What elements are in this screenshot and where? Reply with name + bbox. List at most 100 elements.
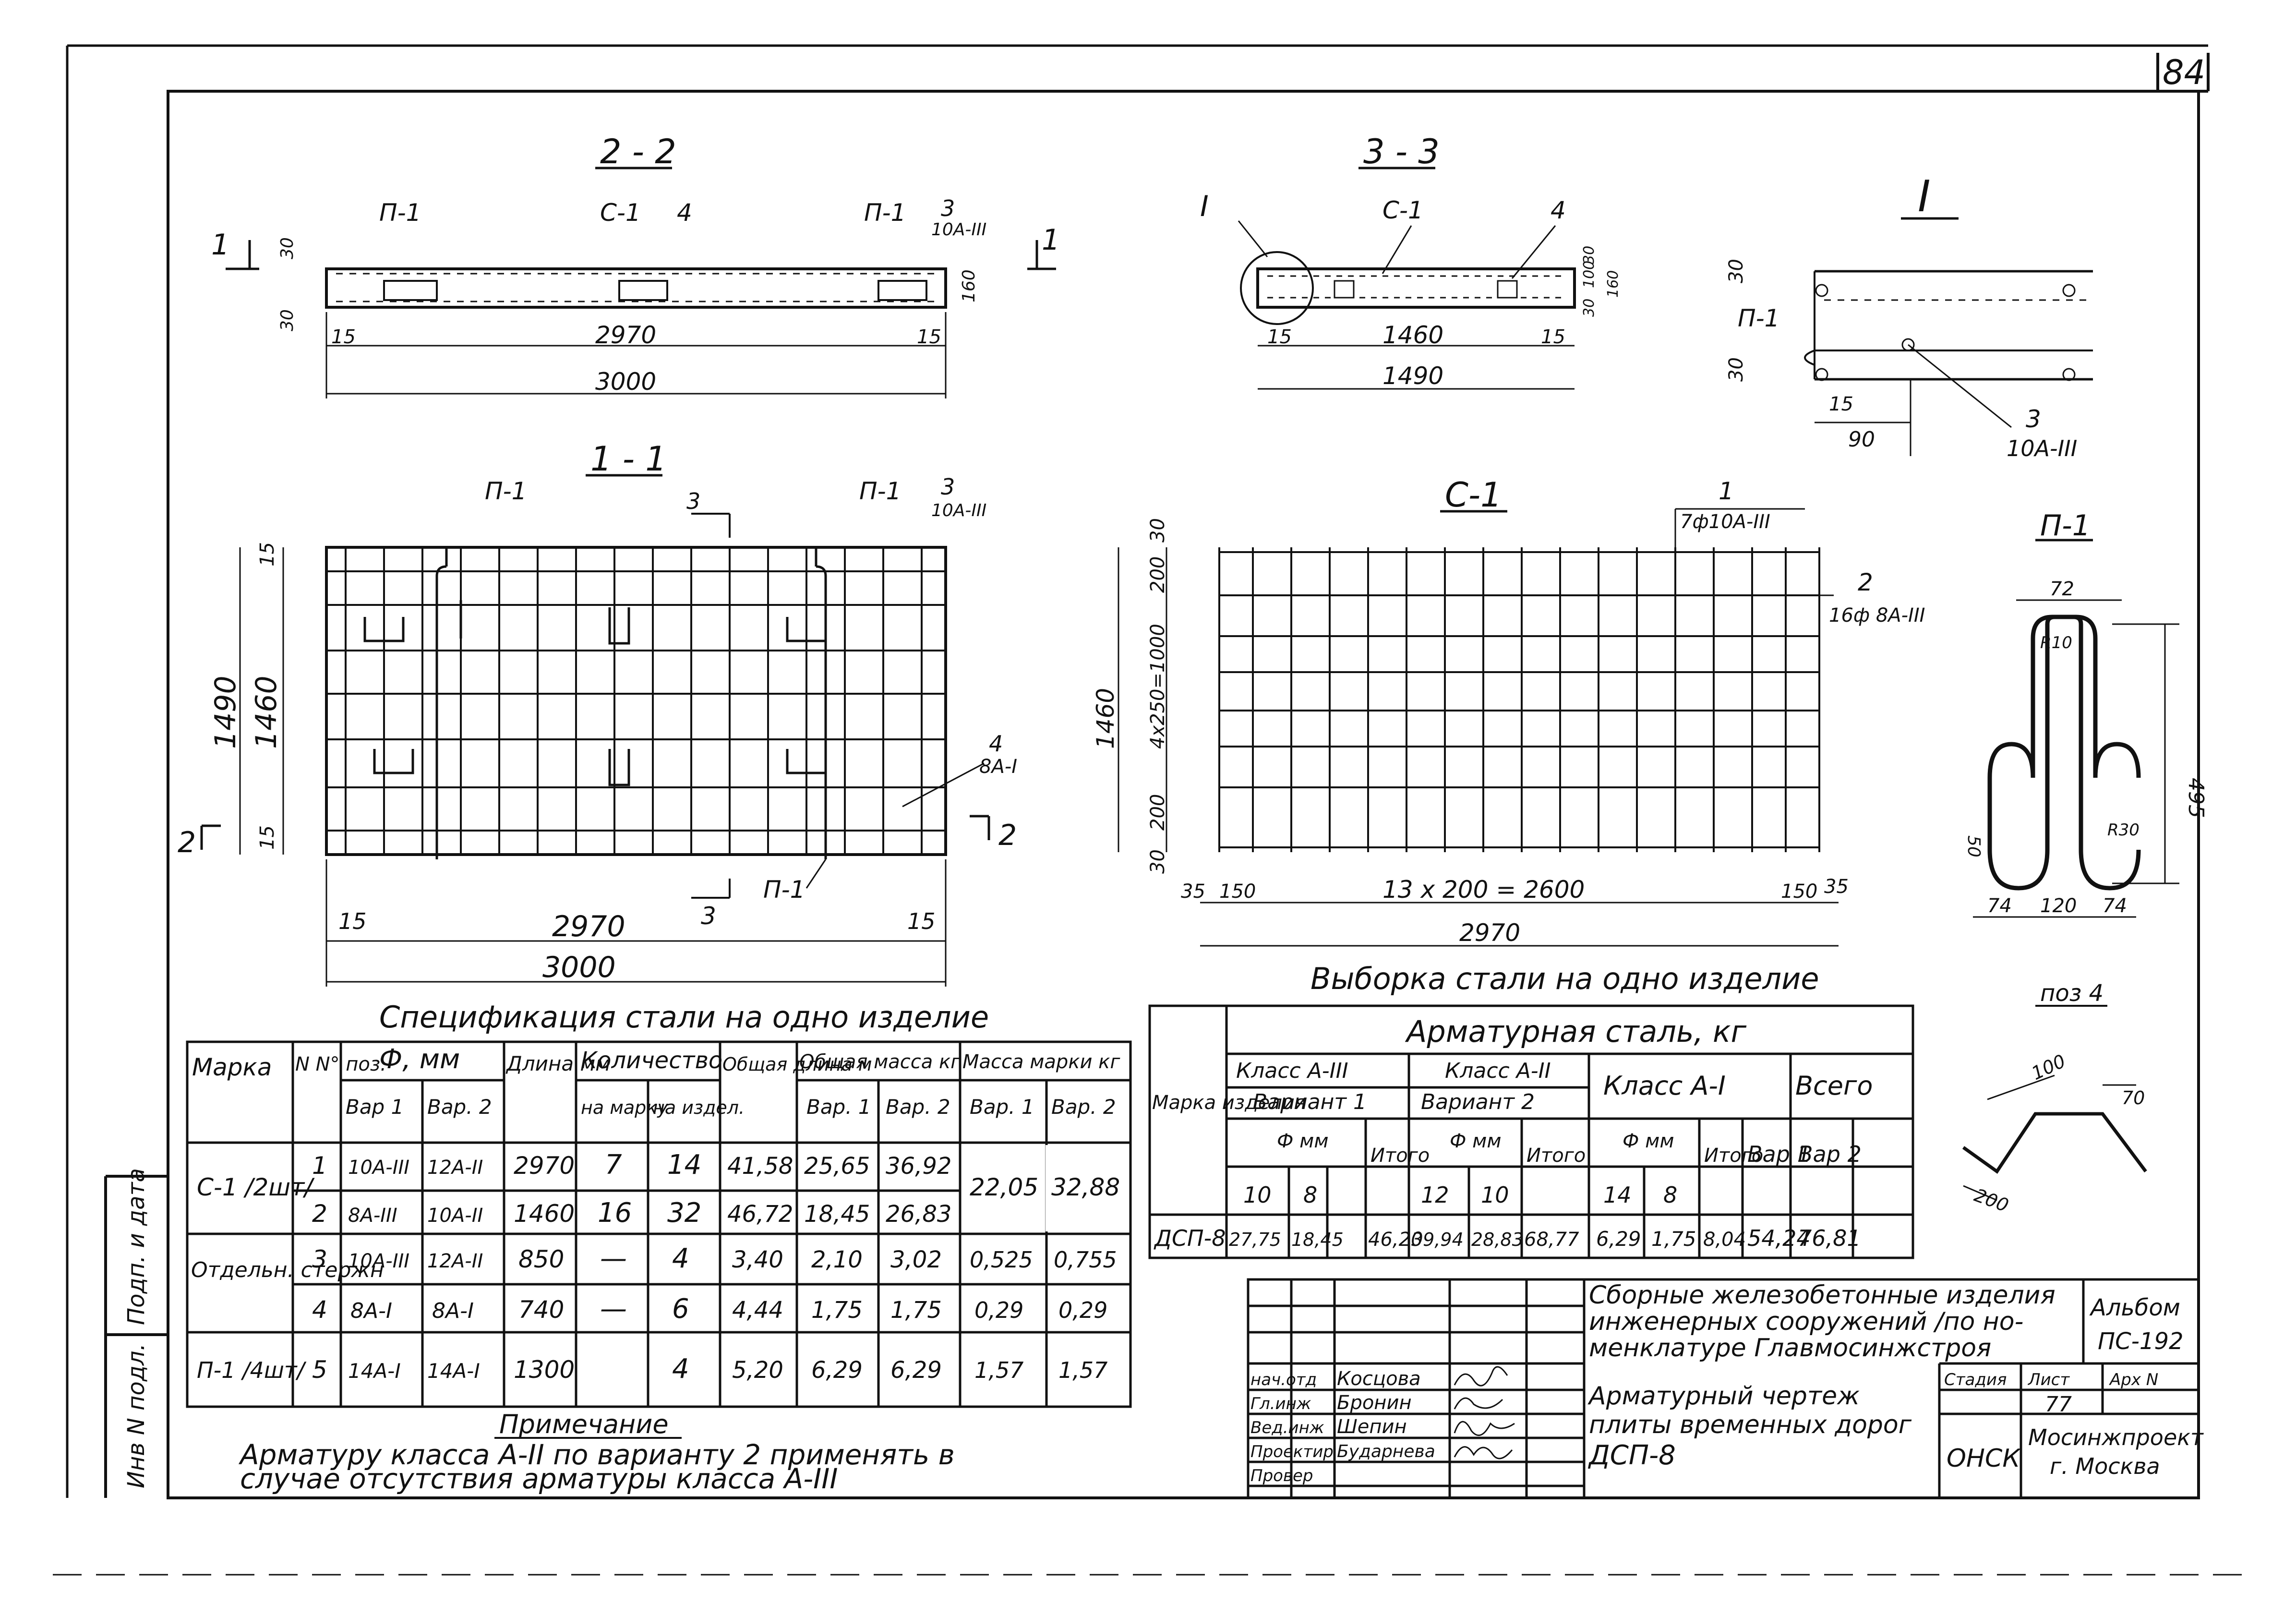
table-row: 5 14А-I 14А-I 1300 4 5,20 6,29 6,29 1,57… (312, 1353, 1107, 1385)
dim-15-right-33: 15 (1541, 326, 1565, 348)
steel-variant-1: Вариант 1 (1253, 1090, 1367, 1114)
dim-15-top-1-1: 15 (256, 542, 278, 567)
steel-cell-a1-sum: 8,04 (1703, 1229, 1746, 1251)
drawing-line-1: Арматурный чертеж (1587, 1382, 1860, 1411)
th-mark-mass: Масса марки кг (962, 1051, 1120, 1073)
sheet-label: Лист (2027, 1370, 2070, 1389)
dim-r30: R30 (2107, 820, 2140, 840)
th-tm-v2: Вар. 2 (886, 1095, 950, 1119)
cell-d1: 8А-III (348, 1205, 397, 1227)
page-number: 84 (2163, 53, 2205, 92)
org-line-1: Мосинжпроект (2028, 1424, 2204, 1450)
cut-mark-1-right: 1 (1042, 223, 1060, 257)
steel-class-a1: Класс А-I (1603, 1071, 1726, 1101)
note-block: Примечание Арматуру класса А-II по вариа… (238, 1409, 955, 1495)
table-row: 3 10А-III 12А-II 850 — 4 3,40 2,10 3,02 … (312, 1243, 1117, 1274)
steel-cell-a1-8: 1,75 (1651, 1227, 1696, 1251)
cell-len: 740 (518, 1296, 564, 1324)
th-qty-item: на издел. (653, 1097, 745, 1118)
steel-class-a3: Класс А-III (1236, 1059, 1348, 1083)
section-2-2-title: 2 - 2 (600, 132, 676, 171)
note-line-1: Арматуру класса А-II по варианту 2 приме… (238, 1438, 955, 1471)
steel-header-mark: Марка изделия (1152, 1092, 1306, 1114)
label-16f8a: 16ф 8А-III (1829, 604, 1925, 627)
dim-30-top: 30 (277, 237, 297, 259)
cell-d2: 12А-II (427, 1250, 483, 1272)
steel-table: Выборка стали на одно изделие Арматурная… (1148, 961, 1914, 1259)
spec-table-title: Спецификация стали на одно изделие (379, 1000, 989, 1035)
dim-15-left-1-1: 15 (338, 908, 367, 934)
dim-3000-1-1: 3000 (542, 951, 616, 984)
cell-pos: 3 (312, 1245, 327, 1273)
th-dia-v2: Вар. 2 (427, 1095, 492, 1119)
steel-var2: Вар 2 (1798, 1141, 1862, 1167)
margin-label-inventory: Инв N подл. (123, 1343, 150, 1488)
dim-35-left: 35 (1181, 880, 1205, 903)
project-line-1: Сборные железобетонные изделия (1589, 1281, 2056, 1310)
dim-30-bottom: 30 (277, 309, 297, 331)
cell-mm2: 0,29 (1058, 1297, 1107, 1323)
cell-qm: 16 (598, 1197, 632, 1229)
steel-cell-a2-12: 39,94 (1411, 1229, 1464, 1250)
signature-2 (1454, 1397, 1503, 1410)
dim-495: 495 (2184, 778, 2208, 818)
cell-mm2: 0,755 (1054, 1247, 1117, 1273)
signer-role: Гл.инж (1250, 1394, 1311, 1413)
cut-mark-1-left: 1 (211, 228, 229, 262)
th-qty-mark: на марку (581, 1097, 668, 1118)
dim-1490-33: 1490 (1382, 362, 1443, 390)
part-p1-title: П-1 (2040, 509, 2091, 543)
section-3-3-title: 3 - 3 (1363, 132, 1440, 171)
steel-d-a2-10: 10 (1481, 1182, 1509, 1208)
signature-1 (1454, 1366, 1508, 1387)
steel-d-a3-8: 8 (1303, 1182, 1317, 1208)
th-pos: N N° поз. (295, 1053, 386, 1075)
label-p1-a: П-1 (485, 477, 527, 505)
table-row: 2 8А-III 10А-II 1460 16 32 46,72 18,45 2… (312, 1197, 951, 1229)
steel-itogo-a3: Итого (1370, 1145, 1430, 1167)
steel-d-a3-10: 10 (1243, 1182, 1272, 1208)
cell-m1: 25,65 (804, 1153, 870, 1180)
cut-mark-3-bottom: 3 (701, 902, 716, 930)
dim-160-33: 160 (1605, 270, 1622, 298)
spec-table: Спецификация стали на одно изделие (186, 1000, 1132, 1408)
part-4-view: поз 4 100 70 200 (1962, 980, 2147, 1216)
label-p1-c: П-1 (763, 876, 805, 904)
dim-100-part4: 100 (2028, 1050, 2068, 1085)
label-4-33: 4 (1551, 196, 1566, 224)
steel-itogo-a1: Итого (1704, 1145, 1763, 1167)
steel-cell-a3-sum: 46,20 (1368, 1229, 1423, 1251)
label-7f10a: 7ф10А-III (1680, 511, 1770, 533)
label-8a-1-1: 8А-I (979, 756, 1017, 778)
org-line-2: г. Москва (2050, 1453, 2160, 1479)
cell-len: 1300 (514, 1356, 575, 1384)
th-total-len: Общая длина м (722, 1054, 872, 1075)
dim-50: 50 (1964, 835, 1983, 857)
cell-mm2: 1,57 (1058, 1357, 1107, 1383)
dim-30-mesh-bottom: 30 (1147, 849, 1169, 874)
signer-row: Провер (1250, 1466, 1313, 1485)
th-length: Длина мм (505, 1052, 611, 1075)
cell-m1: 6,29 (811, 1357, 863, 1384)
section-2-2-view: 2 - 2 1 1 П-1 С-1 4 П-1 3 10А-III 30 30 … (211, 132, 1060, 398)
signer-row: нач.отд Косцова (1250, 1366, 1508, 1390)
steel-dia-a2: Ф мм (1450, 1130, 1502, 1152)
dim-30-mesh-top: 30 (1147, 518, 1169, 543)
cell-len: 850 (518, 1245, 564, 1273)
dim-15-right: 15 (917, 326, 941, 348)
section-1-1-view: 1 - 1 (178, 439, 1017, 987)
cell-m2: 26,83 (886, 1201, 951, 1228)
label-2-mesh: 2 (1858, 568, 1873, 596)
signer-role: Проектир (1250, 1442, 1334, 1461)
part-p1-view: П-1 72 R10 495 50 R30 74 120 74 (1964, 509, 2208, 918)
signer-role: нач.отд (1250, 1370, 1317, 1389)
drawing-line-3: ДСП-8 (1587, 1440, 1676, 1471)
cell-m2: 3,02 (890, 1246, 942, 1273)
th-mark: Марка (192, 1053, 272, 1081)
dim-120: 120 (2040, 895, 2077, 917)
project-line-3: менклатуре Главмосинжстроя (1589, 1334, 1991, 1363)
cell-qi: 4 (672, 1243, 689, 1274)
dim-30b-33: 30 (1581, 299, 1598, 317)
cell-len: 1460 (514, 1200, 575, 1228)
table-row: ДСП-8 27,75 18,45 46,20 39,94 28,83 68,7… (1154, 1225, 1861, 1251)
